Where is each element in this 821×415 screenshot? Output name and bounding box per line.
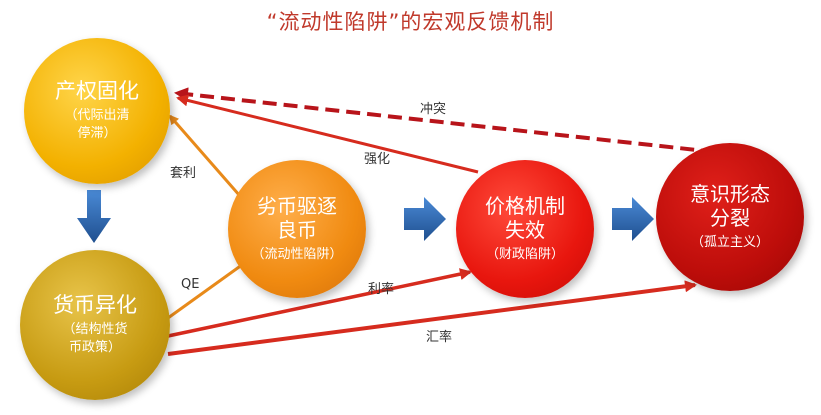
node-currency-alienation-sub-1: （结构性货 [62,322,128,337]
edge-qe [167,260,248,320]
node-property-rights: 产权固化 （代际出清 停滞） [24,38,170,184]
edge-interest-rate [167,268,472,338]
node-currency-alienation-sub-2: 币政策） [68,340,121,355]
edge-label-strengthen: 强化 [364,152,391,167]
node-price-failure: 价格机制 失效 （财政陷阱） [456,160,594,298]
block-arrow-right-1 [404,197,446,241]
node-property-rights-sub-2: 停滞） [77,126,117,141]
edge-strengthen [176,94,479,174]
edge-label-qe: QE [181,277,200,292]
node-ideology-split-main-1: 意识形态 [690,182,770,206]
diagram-title: “流动性陷阱”的宏观反馈机制 [266,10,555,34]
block-arrow-right-2 [612,197,654,241]
node-ideology-split: 意识形态 分裂 （孤立主义） [656,143,804,291]
edge-conflict-dashed [174,87,716,154]
node-ideology-split-main-2: 分裂 [710,206,750,230]
node-property-rights-sub-1: （代际出清 [64,108,130,123]
node-ideology-split-sub: （孤立主义） [690,235,769,250]
block-arrow-down [77,190,111,243]
edge-label-arbitrage: 套利 [170,166,197,181]
node-currency-alienation: 货币异化 （结构性货 币政策） [20,250,170,400]
node-price-failure-sub: （财政陷阱） [485,247,564,262]
node-price-failure-main-1: 价格机制 [485,194,565,218]
node-property-rights-main: 产权固化 [55,79,139,103]
edge-arbitrage [168,114,242,197]
node-bad-money-main-2: 良币 [277,218,317,242]
node-bad-money-sub: （流动性陷阱） [251,247,343,262]
node-bad-money-main-1: 劣币驱逐 [257,194,337,218]
node-currency-alienation-main: 货币异化 [53,293,137,317]
edge-label-exchange-rate: 汇率 [426,330,453,345]
edge-label-conflict: 冲突 [420,102,447,117]
edge-exchange-rate [167,280,697,356]
edge-label-interest-rate: 利率 [368,282,395,297]
node-bad-money: 劣币驱逐 良币 （流动性陷阱） [228,160,366,298]
node-price-failure-main-2: 失效 [505,218,545,242]
